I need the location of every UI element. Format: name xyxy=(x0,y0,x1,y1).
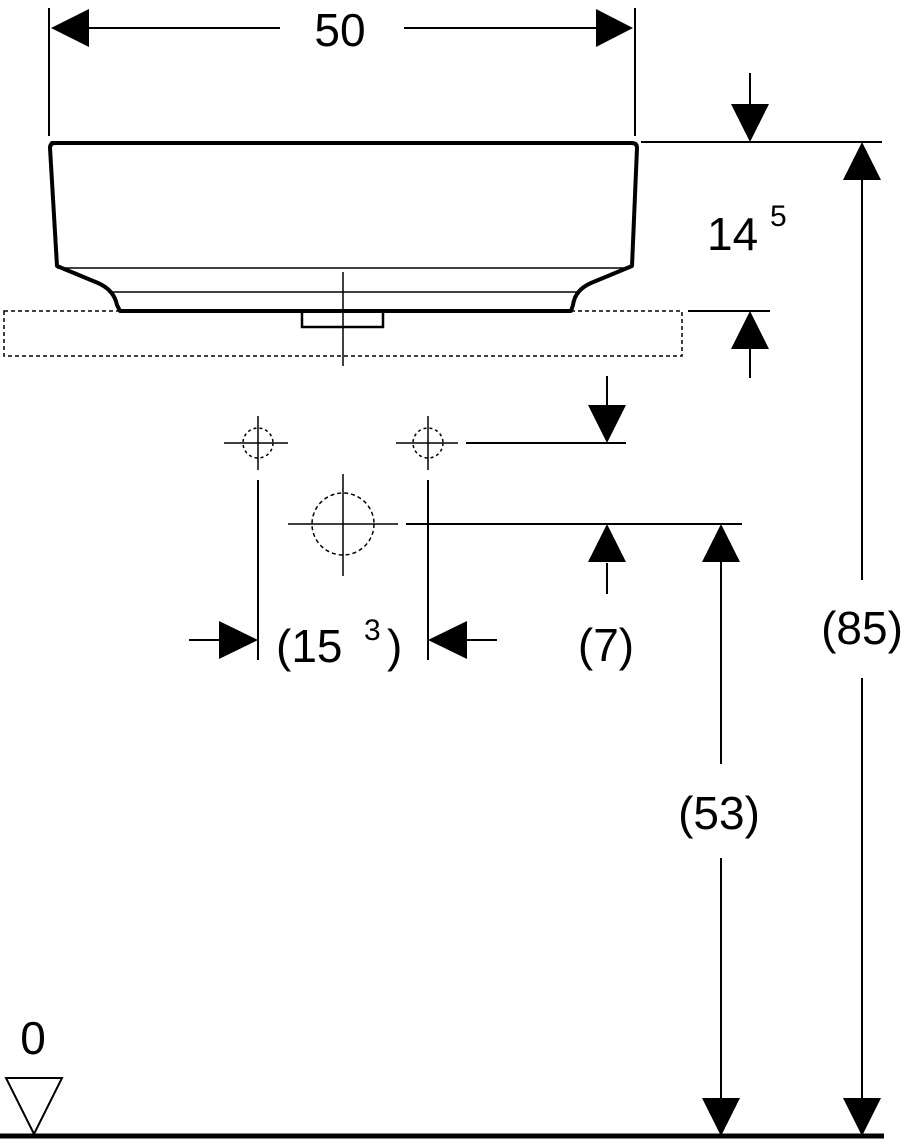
arrow-right xyxy=(596,9,633,47)
arrow-left xyxy=(428,621,467,659)
arrow-down xyxy=(843,1098,881,1136)
overall-height-label: (85) xyxy=(821,602,903,654)
waste-hole-symbol xyxy=(288,474,398,576)
arrow-down xyxy=(588,405,626,443)
arrow-up xyxy=(843,142,881,180)
tap-hole-right xyxy=(396,416,458,660)
tap-hole-left xyxy=(224,416,288,660)
waste-height-dimension: (53) xyxy=(678,524,760,1136)
floor-level-label: 0 xyxy=(20,1012,46,1064)
basin-height-superscript: 5 xyxy=(770,200,787,233)
arrow-down xyxy=(731,104,769,142)
countertop-dashed-outline xyxy=(3,310,683,357)
arrow-up xyxy=(588,524,626,562)
width-label: 50 xyxy=(314,4,365,56)
width-dimension: 50 xyxy=(48,4,636,136)
waste-height-label: (53) xyxy=(678,787,760,839)
basin-outline xyxy=(48,141,639,366)
tap-spacing-superscript: 3 xyxy=(364,614,381,647)
arrow-left xyxy=(51,9,89,47)
basin-height-dimension: 14 5 xyxy=(641,73,882,378)
tap-spacing-close-paren: ) xyxy=(387,620,402,672)
arrow-right xyxy=(219,621,258,659)
floor-level: 0 xyxy=(0,1012,884,1139)
arrow-up xyxy=(702,524,740,562)
basin-height-label: 14 xyxy=(707,208,758,260)
tap-spacing-label: (15 xyxy=(276,620,342,672)
tap-spacing-dimension: (15 3 ) xyxy=(189,614,497,672)
waste-offset-dimension: (7) xyxy=(406,376,742,671)
arrow-up xyxy=(731,311,769,349)
arrow-down xyxy=(702,1098,740,1136)
waste-offset-label: (7) xyxy=(578,619,634,671)
level-triangle-icon xyxy=(4,1077,64,1137)
overall-height-dimension: (85) xyxy=(821,142,903,1136)
